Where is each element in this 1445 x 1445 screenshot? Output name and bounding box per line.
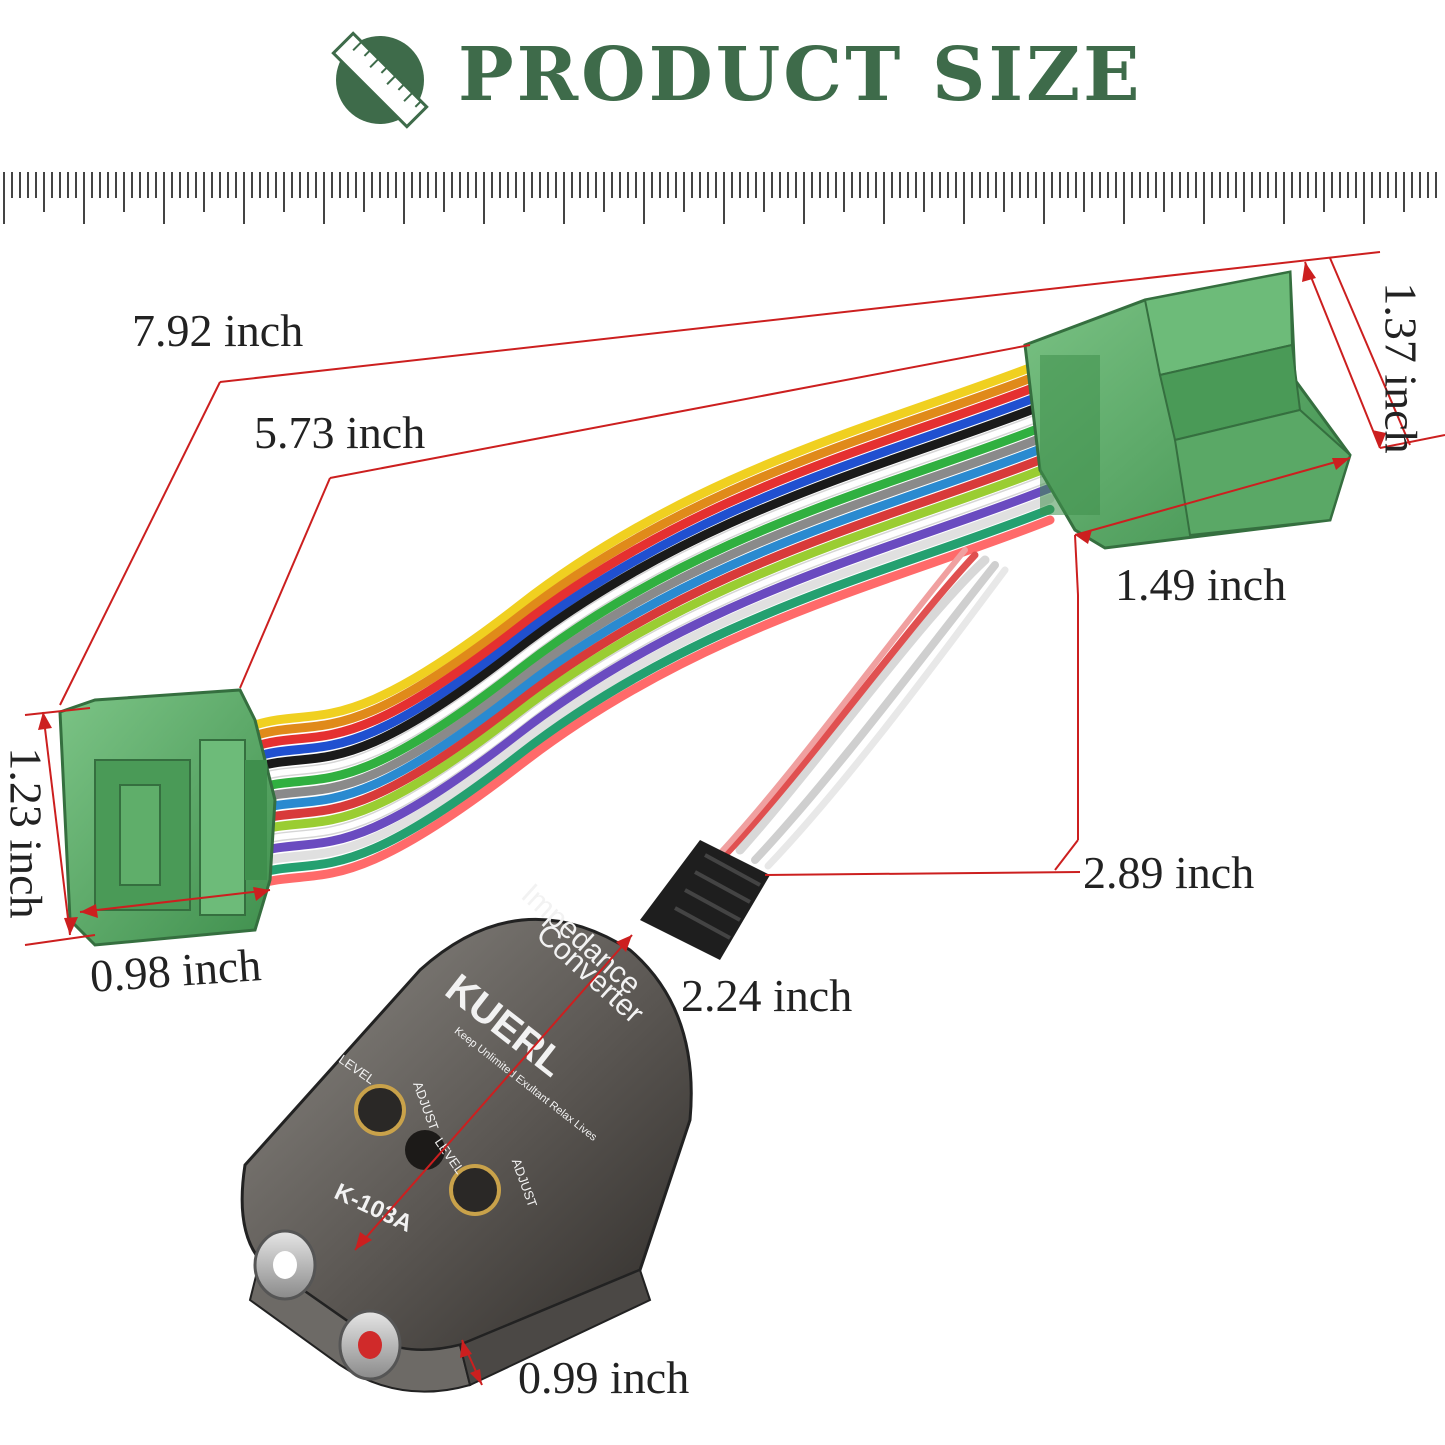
- dim-right-connector-height: 1.37 inch: [1375, 282, 1427, 454]
- wire: [250, 355, 1055, 730]
- level-adjust-knob-2: [449, 1164, 501, 1216]
- dim-branch-length: 2.89 inch: [1083, 847, 1255, 898]
- dimension-lines: [24, 251, 1445, 1386]
- rca-jack-white: [253, 1229, 317, 1301]
- wire: [250, 451, 1055, 826]
- wire: [250, 504, 1055, 879]
- wire: [250, 387, 1055, 762]
- dim-left-connector-height: 1.23 inch: [0, 747, 52, 919]
- wire: [250, 440, 1055, 815]
- impedance-converter: Impedance Converter KUERL Keep Unlimited…: [240, 877, 693, 1393]
- wire: [250, 376, 1055, 751]
- wire: [250, 494, 1055, 869]
- dimension-arrowheads: [38, 262, 1386, 1385]
- branch-wires: [709, 547, 1009, 870]
- wire-harness: [250, 355, 1055, 890]
- wire: [250, 462, 1055, 837]
- dim-converter-width: 0.99 inch: [518, 1352, 690, 1403]
- wire: [250, 483, 1055, 858]
- rca-jack-red: [338, 1309, 402, 1381]
- dim-converter-length: 2.24 inch: [681, 970, 853, 1021]
- wire-highlight: [252, 474, 1053, 846]
- strain-relief-boot: [640, 840, 770, 960]
- ruler-badge-icon: [331, 31, 429, 129]
- wire: [250, 419, 1055, 794]
- level-adjust-knob-1: [354, 1084, 406, 1136]
- dim-harness-length: 5.73 inch: [254, 407, 426, 458]
- right-connector: [1023, 270, 1352, 550]
- dim-overall-length: 7.92 inch: [132, 305, 304, 356]
- wire: [250, 398, 1055, 773]
- wire-highlight: [252, 410, 1053, 782]
- ruler-scale: [3, 172, 1437, 224]
- wire: [250, 515, 1055, 890]
- wire: [250, 430, 1055, 805]
- left-connector: [58, 688, 277, 947]
- dim-right-connector-width: 1.49 inch: [1115, 559, 1287, 610]
- page-title: PRODUCT SIZE: [458, 32, 1143, 118]
- wire: [250, 366, 1055, 741]
- dim-left-connector-width: 0.98 inch: [88, 939, 263, 1002]
